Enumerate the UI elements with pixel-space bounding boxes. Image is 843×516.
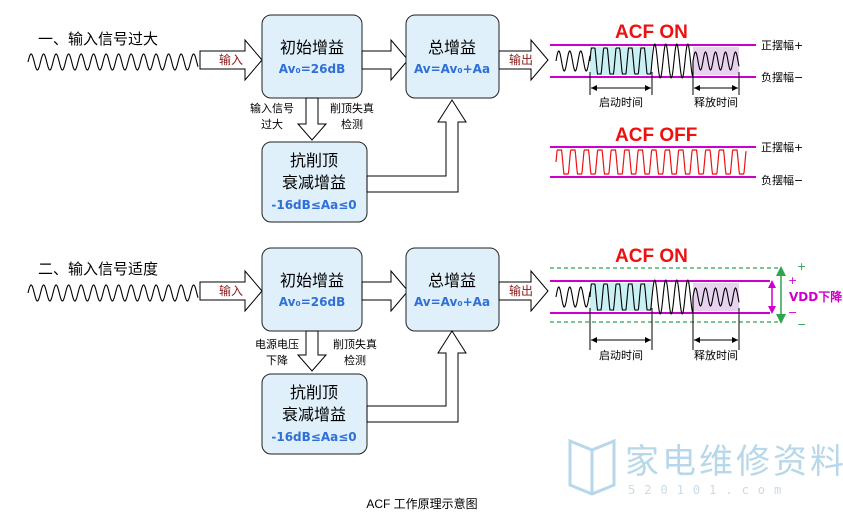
input-label-1: 输入 <box>219 52 243 67</box>
acf-on-wave-1 <box>555 43 740 79</box>
acf-off-wave-1 <box>555 149 747 175</box>
pos-swing-label-1: 正摆幅+ <box>761 38 803 52</box>
output-arrow-1 <box>498 38 549 82</box>
acf-on-title-1: ACF ON <box>615 22 688 43</box>
release-highlight-1 <box>693 47 739 75</box>
note-left-1b: 过大 <box>261 117 283 131</box>
input-wave-2 <box>27 284 199 302</box>
feedback-arrow-2 <box>366 330 467 423</box>
anti-clip-line2-2: 衰减增益 <box>282 405 346 424</box>
note-right-2b: 检测 <box>344 353 366 367</box>
section-2-title: 二、输入信号适度 <box>38 260 158 278</box>
magenta-arrow-head-up <box>768 280 776 288</box>
green-arrow-head-up <box>776 266 786 276</box>
initial-gain-title-2: 初始增益 <box>280 271 344 290</box>
output-arrow-2 <box>498 269 549 313</box>
total-gain-title-2: 总增益 <box>428 271 476 290</box>
anti-clip-line1-1: 抗削顶 <box>290 151 338 170</box>
output-label-1: 输出 <box>509 52 533 67</box>
mid-arrow-1 <box>361 38 409 82</box>
plus-outer-2: + <box>797 260 806 273</box>
down-arrow-2 <box>296 330 328 372</box>
total-gain-title-1: 总增益 <box>428 38 476 57</box>
release-label-2: 释放时间 <box>694 348 738 362</box>
watermark-book-logo <box>568 438 616 496</box>
initial-gain-sub-1: Av₀=26dB <box>279 62 345 76</box>
input-arrow-2 <box>199 269 263 313</box>
section-1: 一、输入信号过大 输入 初始增益 Av₀=26dB 总增益 Av=Av₀+Aa … <box>27 14 803 223</box>
green-arrow-head-down <box>776 314 786 324</box>
attack-label-2: 启动时间 <box>599 349 643 362</box>
initial-gain-title-1: 初始增益 <box>280 38 344 57</box>
total-gain-sub-2: Av=Av₀+Aa <box>414 295 490 309</box>
section-1-title: 一、输入信号过大 <box>38 30 158 48</box>
watermark-subtext: 520101.com <box>628 483 790 497</box>
release-highlight-2 <box>693 283 739 311</box>
anti-clip-sub-2: -16dB≤Aa≤0 <box>271 430 356 444</box>
note-right-1b: 检测 <box>341 117 363 131</box>
down-arrow-1 <box>296 97 328 141</box>
mid-arrow-2 <box>361 269 409 313</box>
minus-inner-2: − <box>788 306 797 319</box>
anti-clip-line2-1: 衰减增益 <box>282 173 346 192</box>
initial-gain-sub-2: Av₀=26dB <box>279 295 345 309</box>
off-pos-swing-label-1: 正摆幅+ <box>761 140 803 154</box>
minus-outer-2: − <box>797 318 806 331</box>
attack-label-1: 启动时间 <box>599 96 643 109</box>
input-wave-1 <box>27 53 199 71</box>
input-label-2: 输入 <box>219 283 243 298</box>
note-left-2a: 电源电压 <box>255 337 299 351</box>
feedback-arrow-1 <box>366 99 467 193</box>
note-left-2b: 下降 <box>266 353 288 367</box>
neg-swing-label-1: 负摆幅− <box>761 70 803 84</box>
acf-on-wave-2 <box>555 279 740 315</box>
acf-off-title-1: ACF OFF <box>615 125 697 146</box>
total-gain-sub-1: Av=Av₀+Aa <box>414 62 490 76</box>
plus-inner-2: + <box>788 274 797 287</box>
note-right-1a: 削顶失真 <box>330 101 374 115</box>
note-left-1a: 输入信号 <box>250 101 294 115</box>
figure-caption: ACF 工作原理示意图 <box>366 496 477 511</box>
anti-clip-sub-1: -16dB≤Aa≤0 <box>271 198 356 212</box>
input-arrow-1 <box>199 38 263 82</box>
output-label-2: 输出 <box>509 283 533 298</box>
section-2: 二、输入信号适度 输入 初始增益 Av₀=26dB 总增益 Av=Av₀+Aa … <box>27 246 843 455</box>
acf-on-title-2: ACF ON <box>615 246 688 267</box>
watermark-text: 家电维修资料网 <box>625 442 843 482</box>
magenta-arrow-head-down <box>768 306 776 314</box>
release-label-1: 释放时间 <box>694 95 738 109</box>
anti-clip-line1-2: 抗削顶 <box>290 383 338 402</box>
watermark: 家电维修资料网 520101.com <box>568 438 843 497</box>
note-right-2a: 削顶失真 <box>333 337 377 351</box>
vdd-drop-label-2: VDD下降 <box>789 289 843 304</box>
off-neg-swing-label-1: 负摆幅− <box>761 173 803 187</box>
